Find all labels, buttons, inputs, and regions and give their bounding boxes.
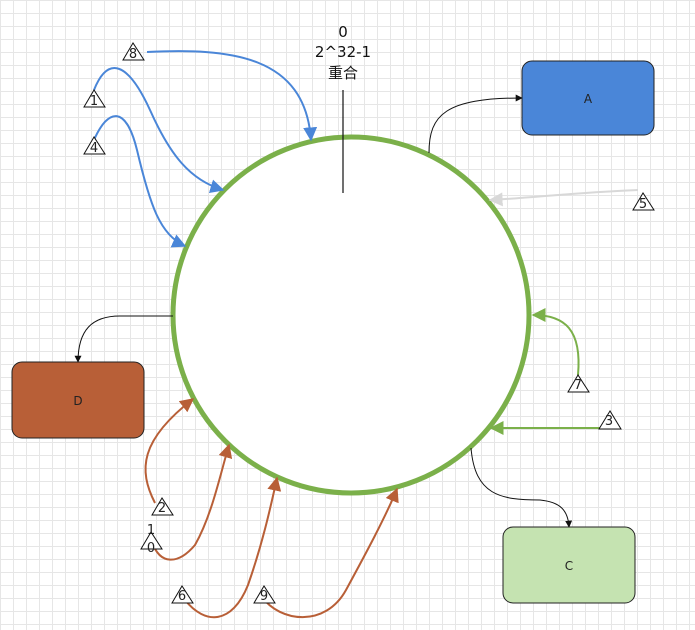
svg-text:3: 3 [605,414,613,429]
server-node-a[interactable]: A [521,60,655,136]
ring-to-a-connector [428,94,523,154]
arrow-key-10 [151,443,233,561]
svg-text:4: 4 [90,141,98,156]
arrow-key-2 [144,398,195,504]
marker-2: 2 [151,497,174,516]
svg-text:6: 6 [178,589,186,604]
marker-6: 6 [171,585,194,604]
marker-7: 7 [567,374,590,393]
arrow-key-6 [184,476,282,619]
svg-text:8: 8 [129,47,137,62]
server-d-label: D [73,394,82,408]
svg-text:2: 2 [158,501,166,516]
marker-5: 5 [632,192,655,212]
server-c-label: C [565,559,573,573]
marker-9: 9 [253,585,276,604]
top-label-max: 2^32-1 [315,43,371,61]
marker-1: 1 [83,89,106,109]
top-label-overlap: 重合 [328,64,358,82]
top-label-zero: 0 [338,23,348,41]
server-node-d[interactable]: D [11,361,145,439]
marker-3: 3 [598,410,622,430]
marker-10: 1 0 [140,523,163,556]
arrow-key-4 [93,115,187,248]
svg-text:5: 5 [639,197,647,212]
arrow-key-1 [93,67,225,194]
hash-ring [170,134,532,496]
arrow-key-7 [531,308,580,376]
marker-10-ones: 0 [147,541,155,556]
marker-8: 8 [122,42,145,62]
server-a-label: A [584,92,593,106]
arrow-key-5 [488,189,639,207]
server-node-c[interactable]: C [502,526,636,604]
svg-text:1: 1 [90,94,98,109]
svg-text:9: 9 [260,589,268,604]
marker-4: 4 [83,136,106,156]
arrow-key-9 [261,487,399,618]
svg-text:7: 7 [574,378,582,393]
ring-to-d-connector [74,315,173,363]
ring-to-c-connector [470,447,573,528]
arrow-key-8 [146,50,318,142]
marker-10-tens: 1 [147,523,155,538]
